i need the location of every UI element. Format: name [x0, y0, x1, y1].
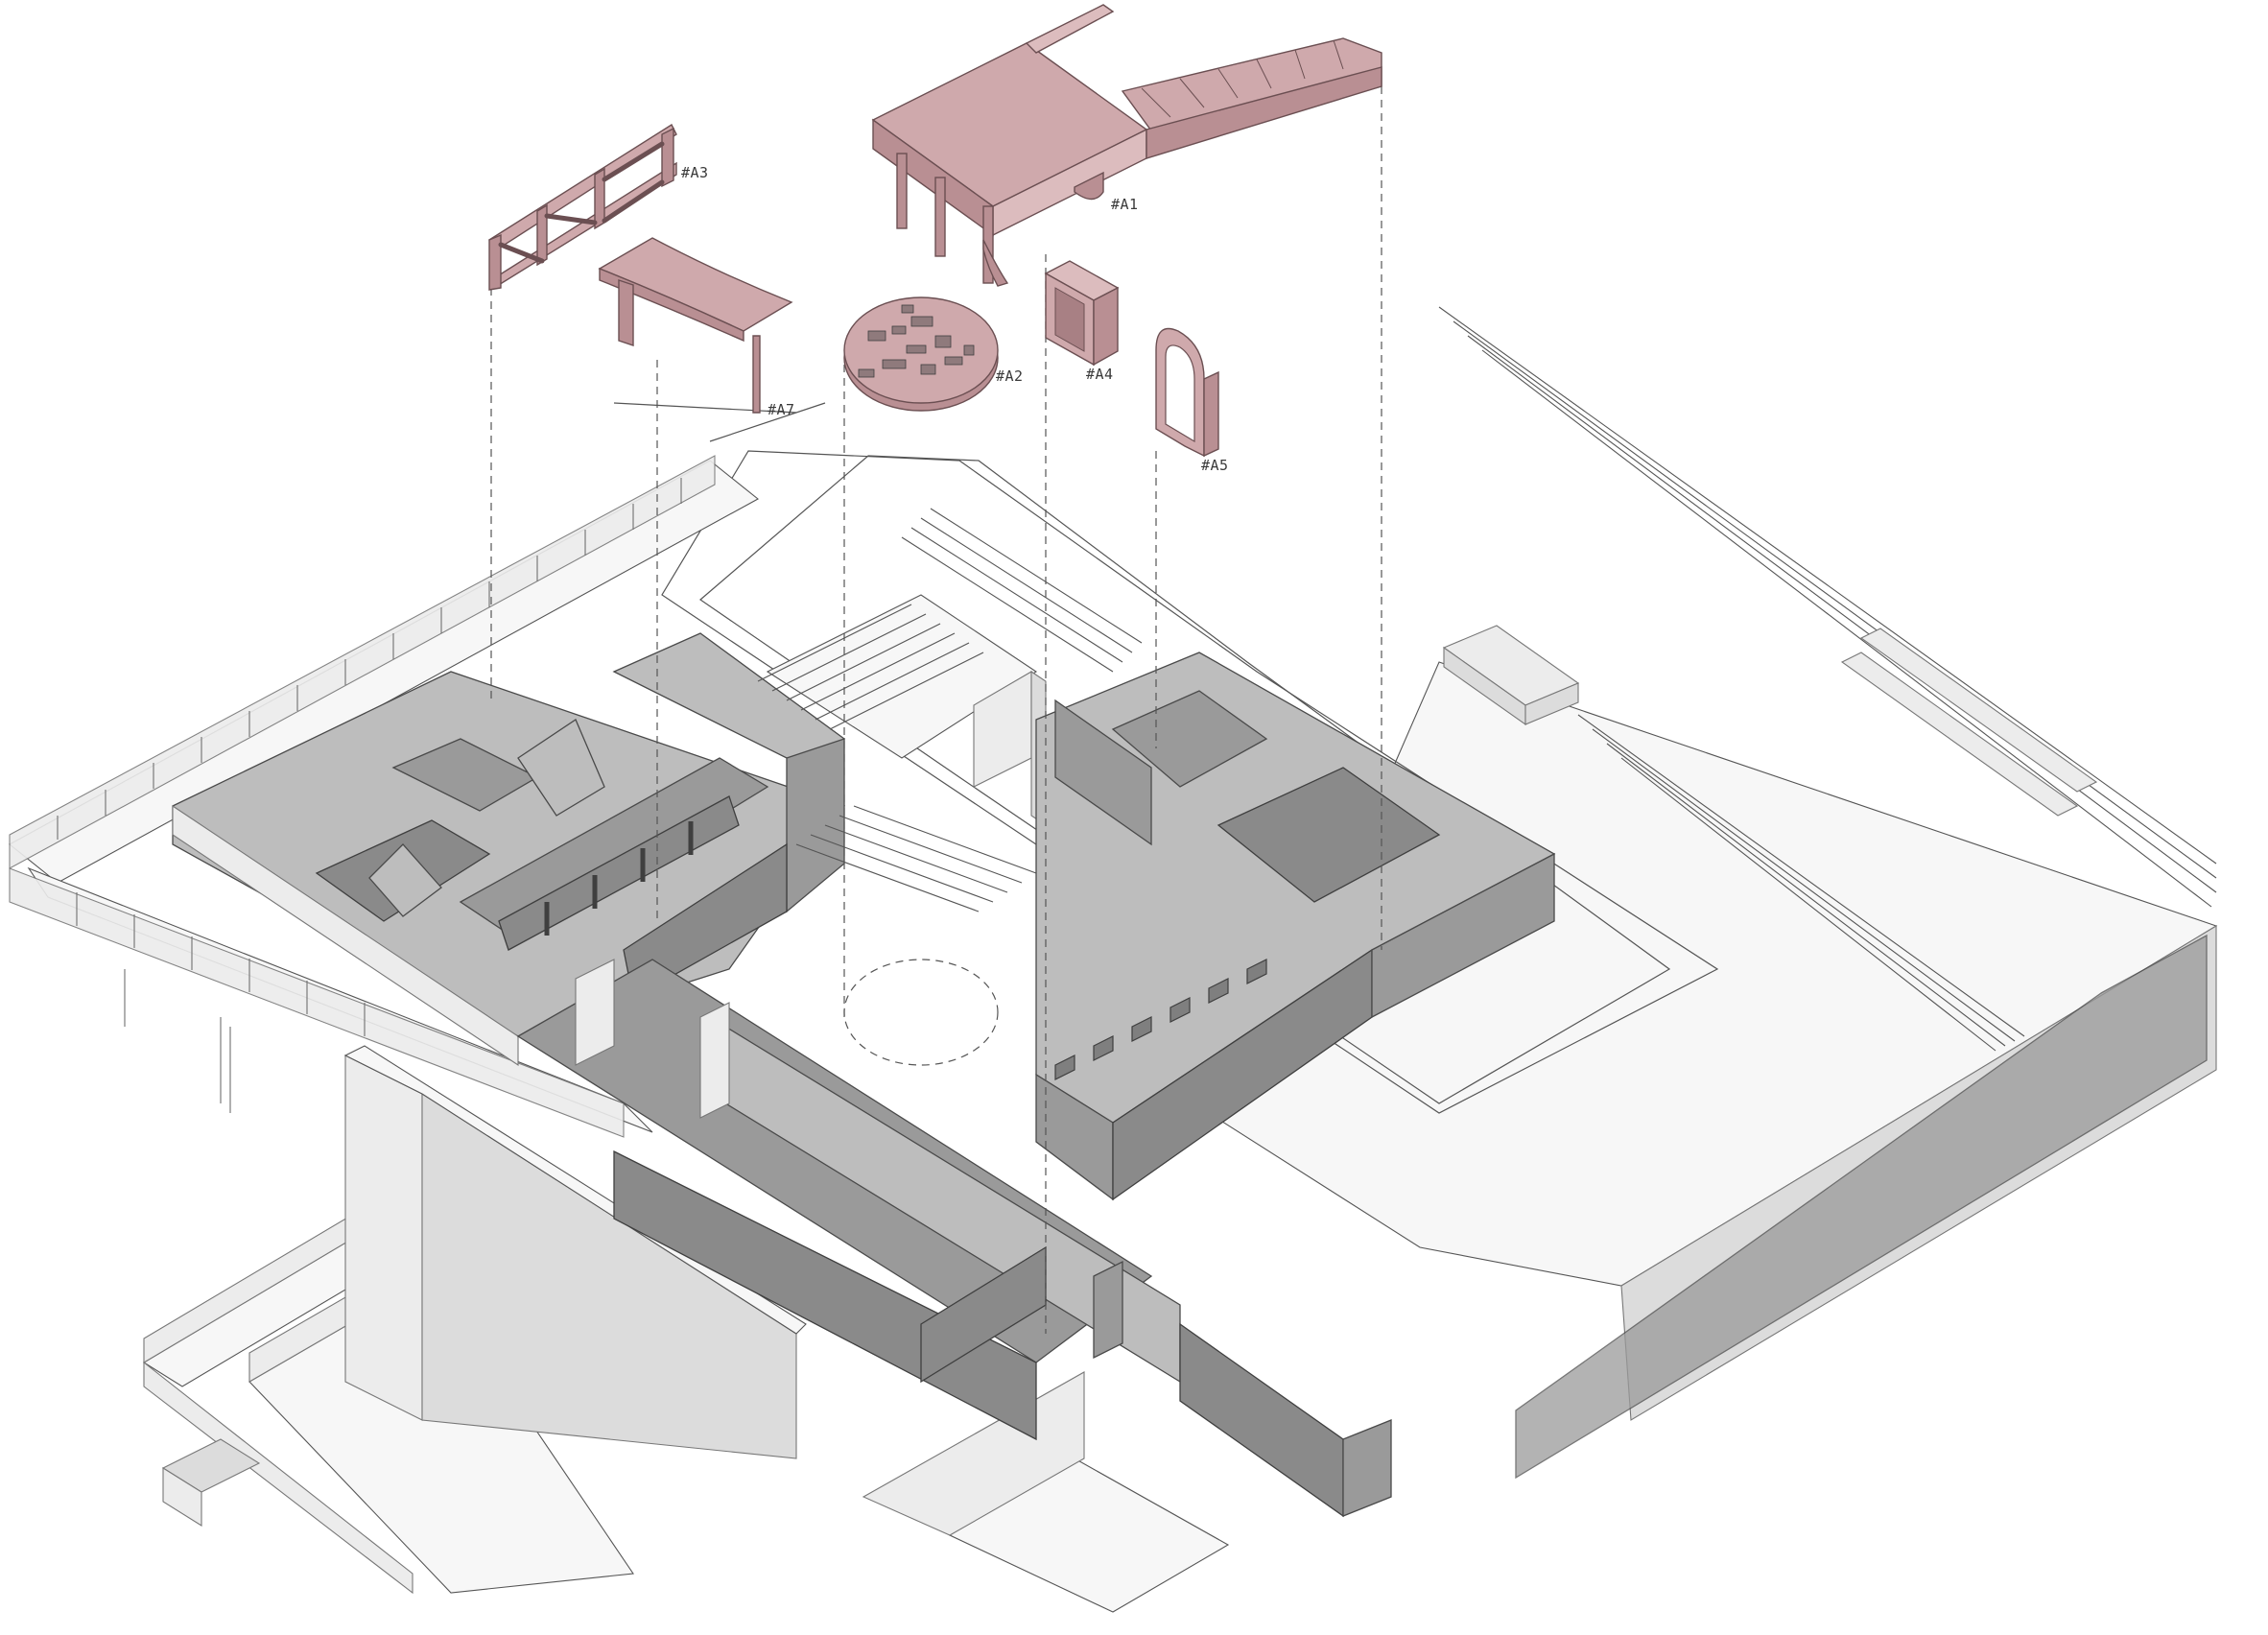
- right-block-front-3: [1371, 852, 1555, 1019]
- a4-box-side: [1093, 286, 1119, 367]
- courtyard-outlines: [613, 402, 1719, 1114]
- lower-left-ramps: [142, 1045, 1230, 1613]
- a1-canopy-flap: [1025, 4, 1115, 54]
- element-a3-truss: #A3: [488, 123, 709, 291]
- a4-label: #A4: [1086, 366, 1114, 383]
- corridor-end-block: [1179, 1322, 1344, 1518]
- north-wing-face: [786, 738, 845, 913]
- element-a5-arch: #A5: [1155, 327, 1229, 474]
- projection-lines: [490, 86, 1382, 1334]
- a2-label: #A2: [996, 367, 1024, 385]
- a7-leg-panel: [618, 279, 634, 346]
- element-a4-box: #A4: [1044, 260, 1120, 383]
- lower-corridor: [516, 959, 1392, 1518]
- left-block-front-face: [172, 804, 519, 1067]
- walkway-railing-back: [9, 455, 716, 869]
- sloped-roof-1: [368, 843, 442, 917]
- right-block-inner-void-1: [1111, 690, 1268, 788]
- corridor-cross-wall-2: [1093, 1260, 1123, 1360]
- a3-label: #A3: [681, 164, 709, 181]
- pier-left: [699, 1002, 730, 1119]
- a1-label: #A1: [1111, 196, 1139, 213]
- court-void-3: [459, 757, 769, 941]
- terrace-block-front: [1524, 682, 1579, 725]
- a1-roof-top: [871, 42, 1148, 207]
- terrace-bench-1: [1859, 628, 2098, 793]
- right-block-inner-void-2: [1217, 767, 1441, 903]
- corridor-end-block-side: [1342, 1419, 1392, 1517]
- right-terrace-steps: [1438, 306, 2217, 1052]
- lower-ramp-long-rail: [143, 1361, 413, 1595]
- slab-wall: [1054, 699, 1152, 846]
- sloped-roof-2: [517, 719, 605, 817]
- a4-box-opening: [1054, 287, 1085, 352]
- a7-label: #A7: [768, 401, 795, 418]
- right-gallery-block: [1035, 652, 1556, 1201]
- small-base-block-side: [162, 1467, 202, 1527]
- court-void-4: [498, 795, 740, 951]
- left-gallery-block: [172, 632, 846, 1067]
- element-a2-disc: #A2: [843, 296, 1024, 412]
- a1-stair-side: [1146, 66, 1382, 159]
- a7-leg-rod: [752, 335, 761, 414]
- a2-footprint: [843, 959, 999, 1066]
- element-a7-canopy: #A7: [598, 237, 795, 418]
- tall-wall-top: [343, 1045, 807, 1335]
- element-a1-platform: #A1: [871, 4, 1382, 287]
- walkway-railing-front: [9, 867, 625, 1138]
- right-roof-inner-wall: [1515, 934, 2208, 1480]
- a7-canopy-edge: [599, 267, 744, 343]
- a5-arch-side: [1203, 370, 1219, 458]
- a5-arch-opening: [1165, 344, 1195, 443]
- a2-model-pieces: [858, 304, 975, 378]
- a5-label: #A5: [1201, 457, 1229, 474]
- tall-wall-front: [344, 1054, 423, 1421]
- left-walkway: [9, 455, 759, 1138]
- pier-right: [575, 959, 615, 1066]
- terrace-bench-2: [1840, 652, 2079, 817]
